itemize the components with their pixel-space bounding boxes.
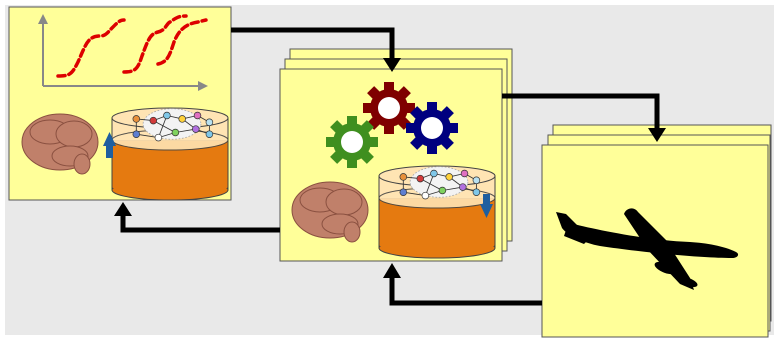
knowledge-graph-database-icon bbox=[378, 165, 496, 259]
s-curve-line bbox=[56, 14, 208, 78]
gear-green-icon bbox=[326, 116, 378, 168]
panel-right bbox=[541, 124, 772, 338]
knowledge-graph-database-icon bbox=[111, 107, 229, 201]
panel-left bbox=[8, 6, 232, 201]
connector-arrowheads bbox=[114, 58, 666, 278]
connector-center-to-left bbox=[120, 214, 280, 233]
arrowhead-into-center-bottom bbox=[383, 263, 401, 278]
update-down-arrow bbox=[480, 194, 493, 218]
arrowhead-into-right bbox=[648, 128, 666, 142]
connector-left-to-center bbox=[231, 27, 395, 60]
connectors bbox=[120, 27, 660, 306]
airplane-icon bbox=[556, 208, 739, 290]
connector-center-to-right bbox=[502, 93, 660, 130]
panel-center bbox=[279, 48, 513, 262]
connector-right-to-center bbox=[389, 275, 542, 306]
s-curve-chart bbox=[38, 14, 208, 91]
update-up-arrow bbox=[103, 132, 116, 158]
gear-blue-icon bbox=[406, 102, 458, 154]
arrowhead-into-left bbox=[114, 202, 132, 216]
gear-red-icon bbox=[363, 82, 415, 134]
arrowhead-into-center-top bbox=[383, 58, 401, 72]
